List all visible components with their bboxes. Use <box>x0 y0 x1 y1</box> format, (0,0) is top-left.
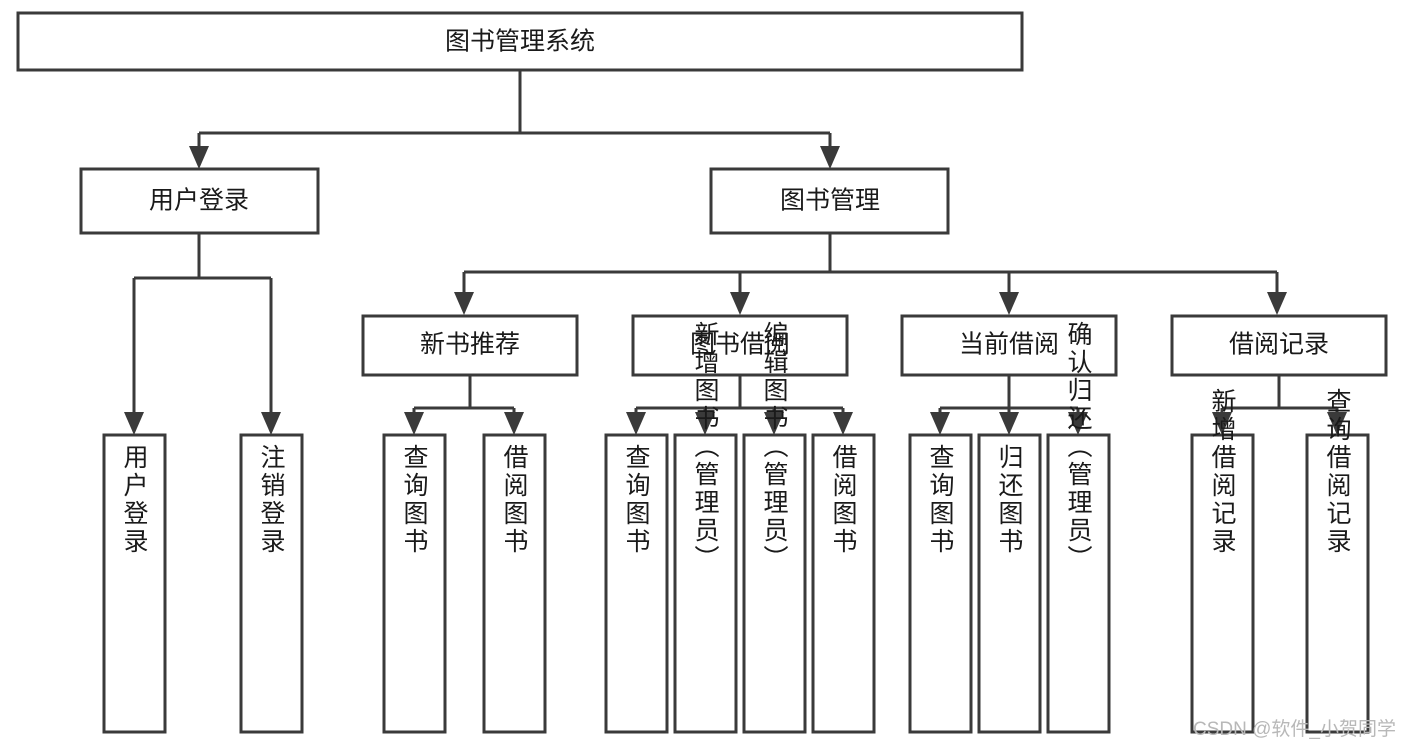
node-leaf-return-book[interactable]: 归还图书 <box>977 433 1042 734</box>
node-leaf-borrow-book-2[interactable]: 借阅图书 <box>811 433 876 734</box>
node-book-management[interactable]: 图书管理 <box>709 167 950 235</box>
node-leaf-query-book-1-label: 查询图书 <box>400 444 429 556</box>
node-leaf-edit-book-box[interactable] <box>742 433 807 734</box>
node-leaf-query-book-2-box[interactable] <box>604 433 669 734</box>
arrow-head-leaf-user-login <box>124 412 144 435</box>
arrow-head-leaf-add-book <box>695 412 715 435</box>
arrow-head-leaf-borrow-book-2 <box>833 412 853 435</box>
node-leaf-query-record[interactable]: 查询借阅记录 <box>1305 388 1370 734</box>
node-root-box[interactable] <box>16 11 1024 72</box>
node-user-login-box[interactable] <box>79 167 320 235</box>
node-leaf-query-book-2[interactable]: 查询图书 <box>604 433 669 734</box>
csdn-watermark: CSDN @软件_小贺同学 <box>1193 718 1396 740</box>
node-leaf-user-logout[interactable]: 注销登录 <box>239 433 304 734</box>
node-book-management-box[interactable] <box>709 167 950 235</box>
node-borrow-record[interactable]: 借阅记录 <box>1170 314 1388 377</box>
node-current-borrow-box[interactable] <box>900 314 1118 377</box>
arrow-head-borrow-record <box>1267 292 1287 315</box>
arrow-head-current-borrow <box>999 292 1019 315</box>
arrow-head-leaf-add-record <box>1212 412 1232 435</box>
node-leaf-query-record-box[interactable] <box>1305 433 1370 734</box>
node-leaf-borrow-book-2-box[interactable] <box>811 433 876 734</box>
arrow-head-leaf-return-book <box>999 412 1019 435</box>
node-root-label: 图书管理系统 <box>445 28 595 56</box>
node-leaf-confirm-return-box[interactable] <box>1046 433 1111 734</box>
node-leaf-user-logout-label: 注销登录 <box>257 444 286 556</box>
node-book-management-label: 图书管理 <box>780 187 880 215</box>
node-leaf-query-book-1[interactable]: 查询图书 <box>382 433 447 734</box>
node-leaf-borrow-book-1-box[interactable] <box>482 433 547 734</box>
arrow-head-user-login <box>189 146 209 169</box>
node-leaf-user-login-label: 用户登录 <box>120 444 149 556</box>
node-leaf-borrow-book-1-label: 借阅图书 <box>500 444 529 556</box>
arrow-head-book-management <box>820 146 840 169</box>
arrow-head-leaf-confirm-return <box>1068 412 1088 435</box>
arrow-head-leaf-query-book-3 <box>930 412 950 435</box>
node-leaf-query-book-3[interactable]: 查询图书 <box>908 433 973 734</box>
arrow-head-leaf-user-logout <box>261 412 281 435</box>
node-user-login[interactable]: 用户登录 <box>79 167 320 235</box>
arrow-head-book-borrow <box>730 292 750 315</box>
node-leaf-edit-book[interactable]: 编辑图书（管理员） <box>742 321 807 734</box>
node-leaf-return-book-label: 归还图书 <box>995 444 1024 556</box>
arrow-head-leaf-query-book-2 <box>626 412 646 435</box>
node-leaf-add-book-label: 新增图书（管理员） <box>691 321 720 573</box>
node-current-borrow[interactable]: 当前借阅 <box>900 314 1118 377</box>
node-leaf-confirm-return-label: 确认归还（管理员） <box>1064 321 1093 573</box>
node-leaf-add-record[interactable]: 新增借阅记录 <box>1190 388 1255 734</box>
node-leaf-edit-book-label: 编辑图书（管理员） <box>760 321 789 573</box>
node-user-login-label: 用户登录 <box>149 187 249 215</box>
node-leaf-query-book-3-label: 查询图书 <box>926 444 955 556</box>
arrow-head-leaf-edit-book <box>764 412 784 435</box>
node-book-borrow-box[interactable] <box>631 314 849 377</box>
node-leaf-confirm-return[interactable]: 确认归还（管理员） <box>1046 321 1111 734</box>
node-leaf-add-record-label: 新增借阅记录 <box>1208 388 1237 556</box>
node-leaf-user-login-box[interactable] <box>102 433 167 734</box>
arrow-head-leaf-query-book-1 <box>404 412 424 435</box>
node-leaf-borrow-book-2-label: 借阅图书 <box>829 444 858 556</box>
node-leaf-user-logout-box[interactable] <box>239 433 304 734</box>
connector-group <box>124 70 1347 435</box>
arrow-head-leaf-query-record <box>1327 412 1347 435</box>
node-new-book-recommend-label: 新书推荐 <box>420 331 520 359</box>
node-borrow-record-box[interactable] <box>1170 314 1388 377</box>
node-book-borrow[interactable]: 图书借阅 <box>631 314 849 377</box>
node-leaf-user-login[interactable]: 用户登录 <box>102 433 167 734</box>
node-leaf-return-book-box[interactable] <box>977 433 1042 734</box>
arrow-head-leaf-borrow-book-1 <box>504 412 524 435</box>
node-leaf-add-book-box[interactable] <box>673 433 738 734</box>
arrow-head-new-book-recommend <box>454 292 474 315</box>
node-book-borrow-label: 图书借阅 <box>690 331 790 359</box>
node-new-book-recommend-box[interactable] <box>361 314 579 377</box>
node-leaf-borrow-book-1[interactable]: 借阅图书 <box>482 433 547 734</box>
node-leaf-query-book-3-box[interactable] <box>908 433 973 734</box>
node-leaf-query-book-1-box[interactable] <box>382 433 447 734</box>
node-current-borrow-label: 当前借阅 <box>959 331 1059 359</box>
node-leaf-add-record-box[interactable] <box>1190 433 1255 734</box>
node-leaf-query-book-2-label: 查询图书 <box>622 444 651 556</box>
node-root[interactable]: 图书管理系统 <box>16 11 1024 72</box>
node-leaf-query-record-label: 查询借阅记录 <box>1323 388 1352 556</box>
node-borrow-record-label: 借阅记录 <box>1229 331 1329 359</box>
node-leaf-add-book[interactable]: 新增图书（管理员） <box>673 321 738 734</box>
node-new-book-recommend[interactable]: 新书推荐 <box>361 314 579 377</box>
